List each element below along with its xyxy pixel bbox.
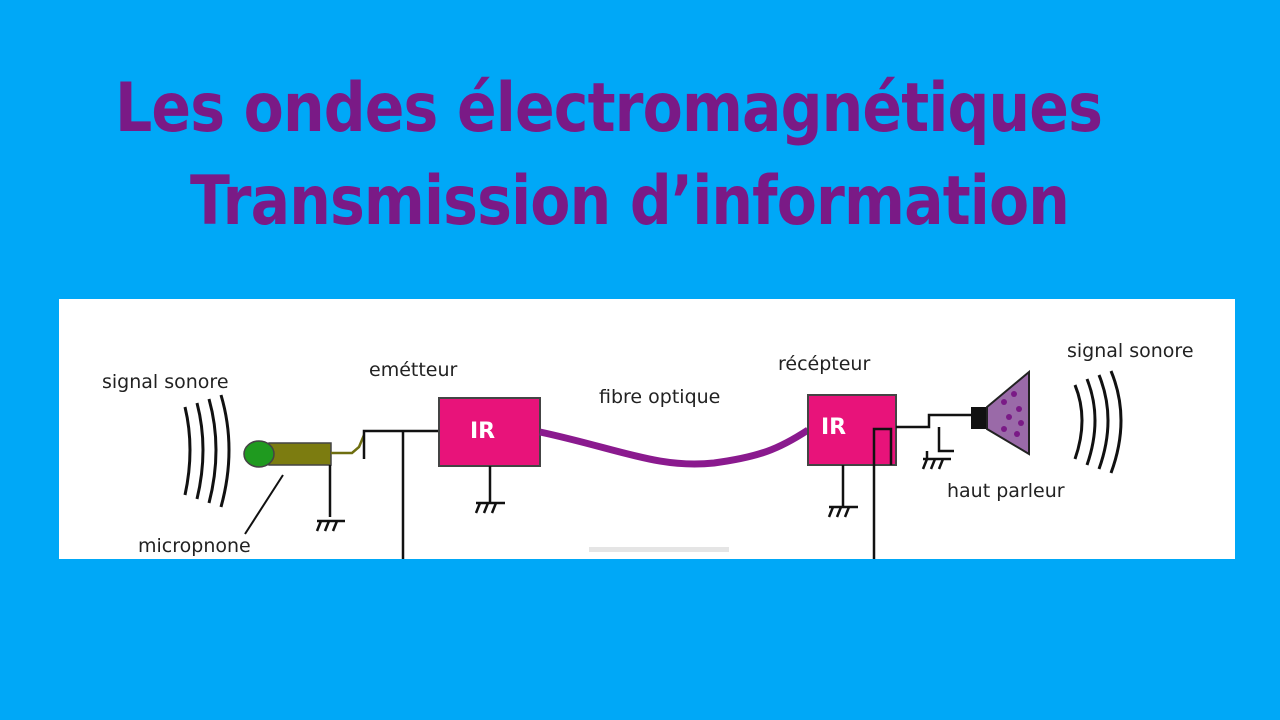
- receiver-wiring: [872, 413, 971, 559]
- title-line-2: Transmission d’information: [190, 162, 1070, 241]
- ground-left-icon: [315, 519, 345, 532]
- title-line-1: Les ondes électromagnétiques: [115, 69, 1103, 148]
- ground-emitter-icon: [474, 466, 505, 514]
- ground-speaker-icon: [921, 451, 951, 470]
- transmission-diagram: signal sonore micropnone emétteur IR: [102, 340, 1194, 559]
- optical-fiber: [539, 427, 810, 468]
- label-micro: micropnone: [138, 535, 251, 557]
- sound-wave-left-icon: [183, 394, 231, 508]
- emitter-ir-label: IR: [470, 419, 495, 444]
- ground-receiver-icon: [827, 465, 858, 518]
- emitter-wiring: [328, 429, 439, 559]
- microphone-icon: [243, 440, 332, 535]
- label-fibre-optique: fibre optique: [599, 386, 720, 408]
- receiver-ir-label: IR: [821, 415, 846, 440]
- label-emetteur: emétteur: [369, 359, 458, 381]
- label-signal-sonore-left: signal sonore: [102, 371, 229, 393]
- speaker-icon: [971, 369, 1030, 456]
- diagram-panel: signal sonore micropnone emétteur IR: [59, 299, 1235, 559]
- label-haut-parleur: haut parleur: [947, 480, 1065, 502]
- mic-wire: [331, 434, 366, 455]
- label-recepteur: récépteur: [778, 353, 870, 375]
- faded-caption: [589, 547, 729, 552]
- sound-wave-right-icon: [1073, 370, 1123, 474]
- label-signal-sonore-right: signal sonore: [1067, 340, 1194, 362]
